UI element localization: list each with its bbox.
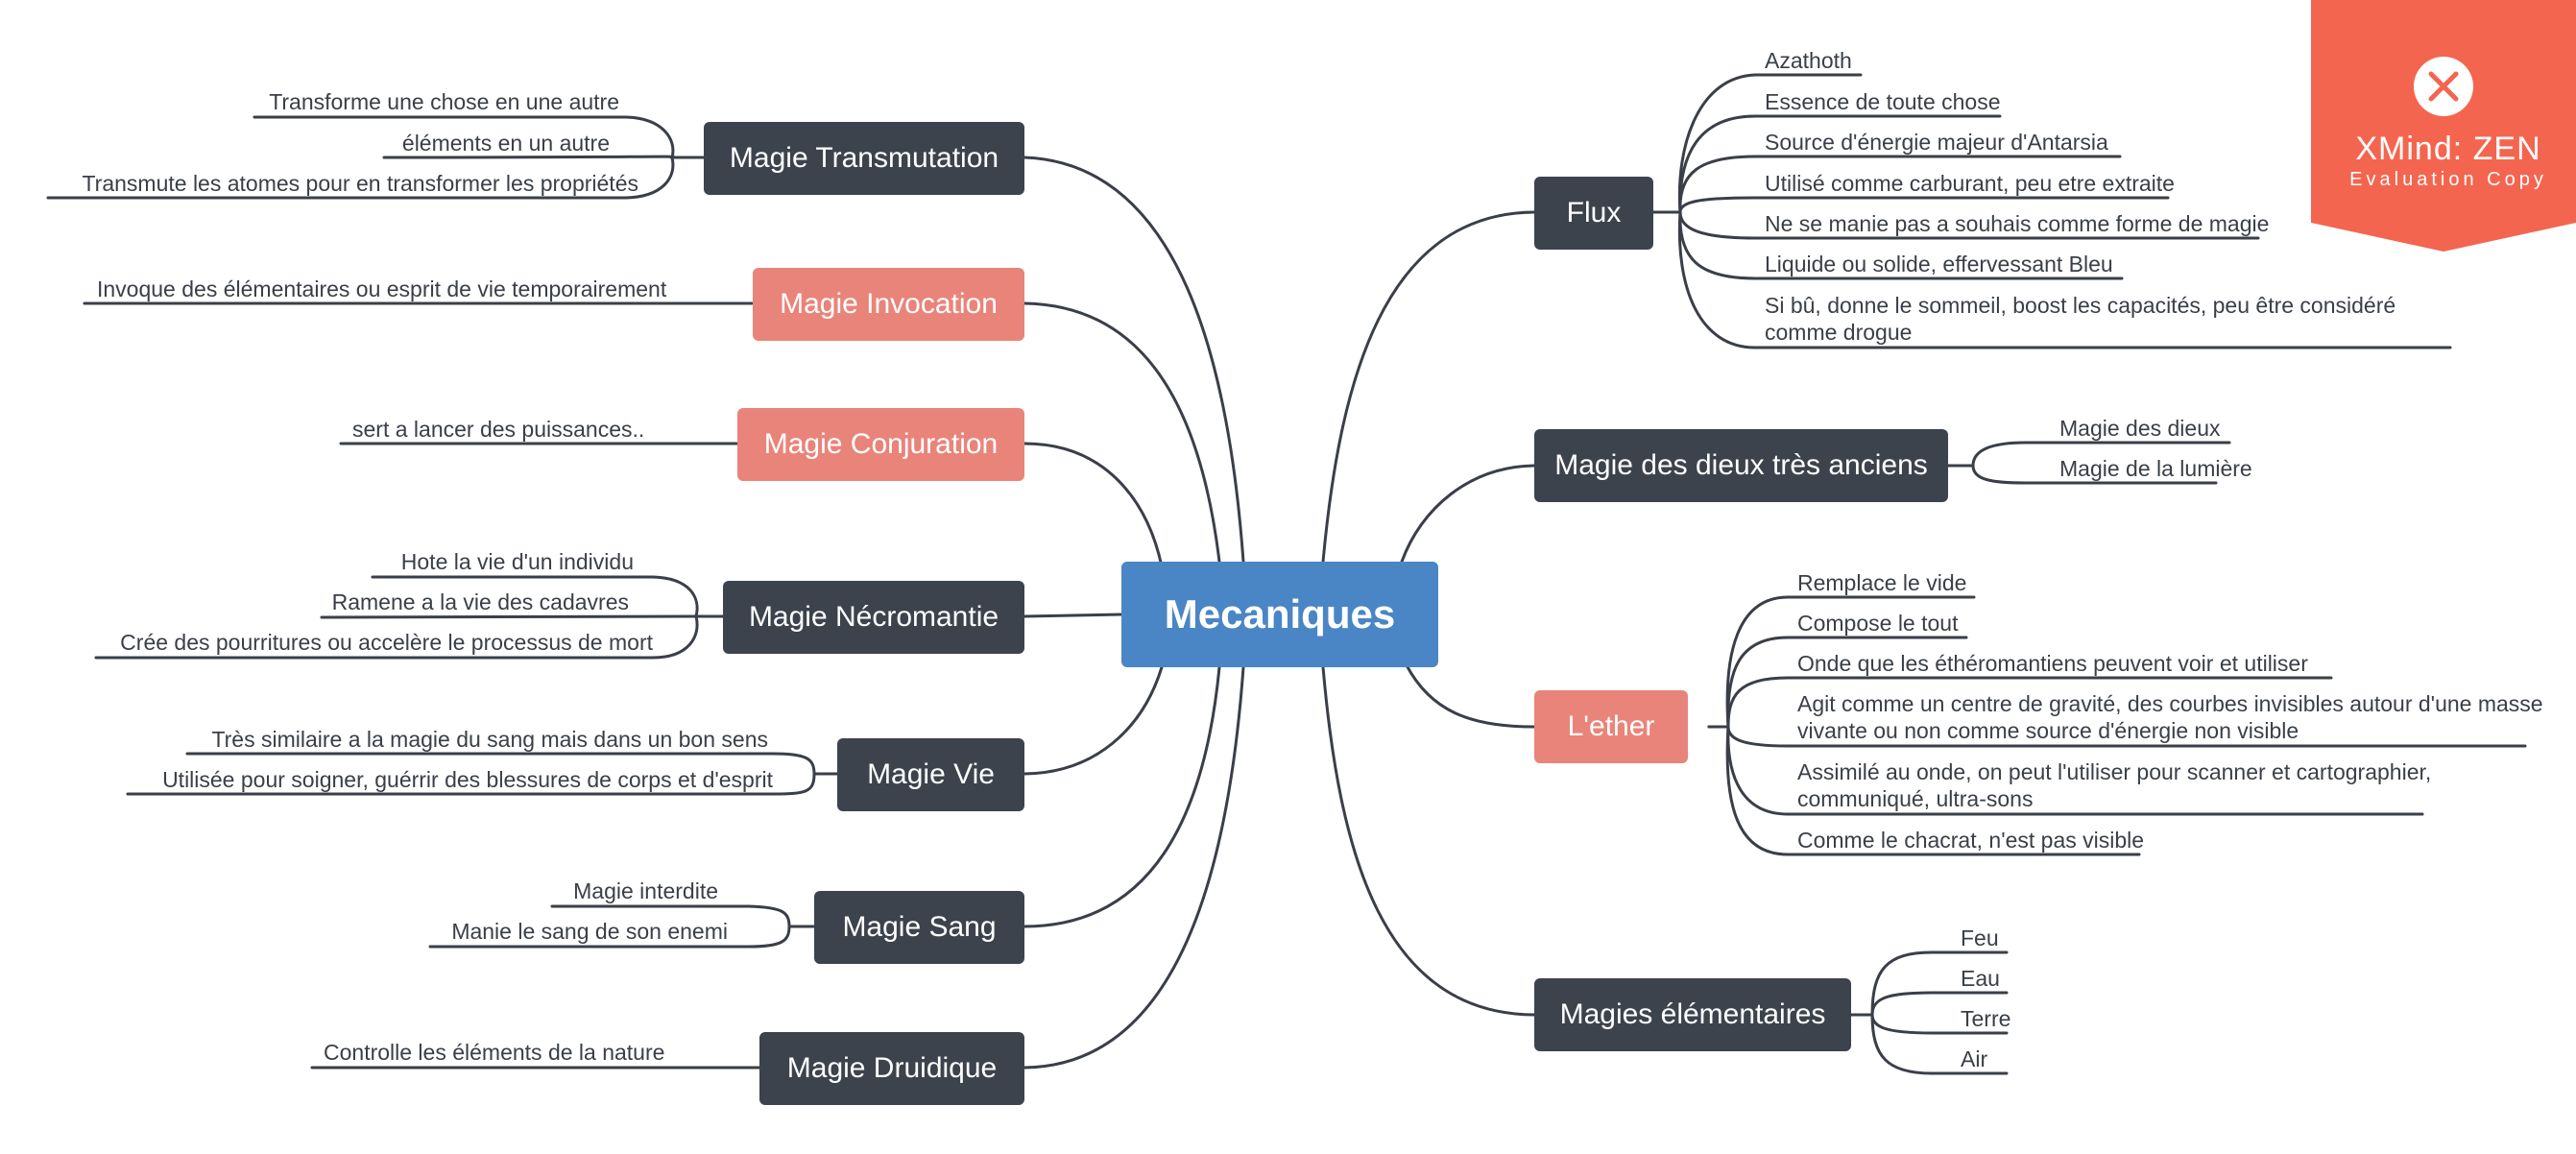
leaf-dieux-1[interactable]: Magie des dieux	[2059, 416, 2221, 441]
leaf-ether-4[interactable]: Agit comme un centre de gravité, des cou…	[1797, 691, 2543, 743]
topic-magie-sang[interactable]: Magie Sang	[814, 891, 1024, 964]
leaf-sang-1[interactable]: Magie interdite	[573, 878, 718, 903]
leaf-necromantie-2[interactable]: Ramene a la vie des cadavres	[331, 589, 629, 614]
leaf-flux-3[interactable]: Source d'énergie majeur d'Antarsia	[1765, 130, 2108, 155]
topic-magie-invocation[interactable]: Magie Invocation	[753, 268, 1024, 341]
topic-magies-elementaires[interactable]: Magies élémentaires	[1534, 978, 1851, 1051]
leaf-ether-3[interactable]: Onde que les éthéromantiens peuvent voir…	[1797, 651, 2308, 676]
leaf-transmutation-3[interactable]: Transmute les atomes pour en transformer…	[82, 171, 638, 196]
leaf-flux-6[interactable]: Liquide ou solide, effervessant Bleu	[1765, 252, 2113, 276]
topic-flux[interactable]: Flux	[1534, 177, 1653, 250]
leaf-element-air[interactable]: Air	[1961, 1046, 1988, 1071]
watermark-subtitle: Evaluation Copy	[2349, 169, 2547, 190]
leaf-flux-1[interactable]: Azathoth	[1765, 48, 1852, 73]
leaf-invocation-1[interactable]: Invoque des élémentaires ou esprit de vi…	[97, 276, 667, 301]
leaf-transmutation-2[interactable]: éléments en un autre	[401, 131, 610, 156]
topic-magie-necromantie[interactable]: Magie Nécromantie	[723, 581, 1024, 654]
leaf-druidique-1[interactable]: Controlle les éléments de la nature	[324, 1040, 665, 1065]
xmind-watermark-badge	[2311, 0, 2576, 252]
leaf-element-eau[interactable]: Eau	[1961, 966, 2000, 991]
leaf-ether-6[interactable]: Comme le chacrat, n'est pas visible	[1797, 828, 2145, 853]
leaf-flux-5[interactable]: Ne se manie pas a souhais comme forme de…	[1765, 211, 2270, 236]
leaf-necromantie-1[interactable]: Hote la vie d'un individu	[400, 549, 634, 574]
topic-magie-des-dieux[interactable]: Magie des dieux très anciens	[1534, 429, 1948, 502]
topic-magie-druidique[interactable]: Magie Druidique	[759, 1032, 1024, 1105]
leaf-vie-1[interactable]: Très similaire a la magie du sang mais d…	[211, 727, 768, 752]
leaf-flux-4[interactable]: Utilisé comme carburant, peu etre extrai…	[1765, 171, 2175, 196]
leaf-element-terre[interactable]: Terre	[1961, 1006, 2011, 1031]
leaf-ether-5[interactable]: Assimilé au onde, on peut l'utiliser pou…	[1797, 759, 2432, 811]
leaf-transmutation-1[interactable]: Transforme une chose en une autre	[269, 89, 619, 114]
leaf-ether-1[interactable]: Remplace le vide	[1797, 570, 1967, 595]
leaf-element-feu[interactable]: Feu	[1961, 926, 1999, 950]
topic-magie-transmutation[interactable]: Magie Transmutation	[704, 122, 1024, 195]
leaf-conjuration-1[interactable]: sert a lancer des puissances..	[352, 417, 645, 442]
central-topic[interactable]: Mecaniques	[1121, 562, 1438, 667]
topic-magie-vie[interactable]: Magie Vie	[837, 738, 1024, 811]
leaf-ether-2[interactable]: Compose le tout	[1797, 611, 1959, 636]
watermark-title: XMind: ZEN	[2355, 131, 2541, 167]
leaf-flux-7[interactable]: Si bû, donne le sommeil, boost les capac…	[1765, 293, 2396, 345]
topic-magie-conjuration[interactable]: Magie Conjuration	[737, 408, 1024, 481]
leaf-flux-2[interactable]: Essence de toute chose	[1765, 89, 2001, 114]
leaf-sang-2[interactable]: Manie le sang de son enemi	[451, 919, 728, 944]
leaf-vie-2[interactable]: Utilisée pour soigner, guérrir des bless…	[162, 767, 773, 792]
leaf-dieux-2[interactable]: Magie de la lumière	[2059, 456, 2252, 481]
leaf-necromantie-3[interactable]: Crée des pourritures ou accelère le proc…	[120, 630, 653, 655]
xmind-logo-icon	[2414, 57, 2473, 116]
topic-ether[interactable]: L'ether	[1534, 690, 1688, 763]
